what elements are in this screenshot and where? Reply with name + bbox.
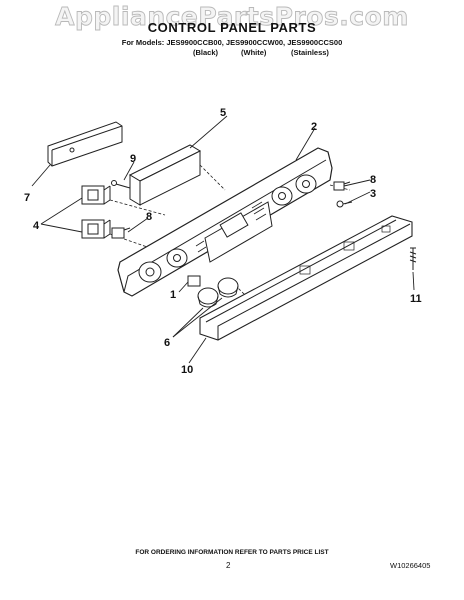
callout-1: 1 bbox=[170, 289, 176, 301]
part-2-control-panel bbox=[117, 147, 333, 297]
finish-black: (Black) bbox=[193, 48, 219, 57]
document-code: W10266405 bbox=[390, 561, 431, 570]
callout-2: 2 bbox=[311, 121, 317, 133]
watermark: AppliancePartsPros.com bbox=[55, 2, 409, 32]
callout-7: 7 bbox=[24, 192, 30, 204]
part-7-bracket bbox=[47, 121, 123, 167]
part-5-board bbox=[128, 144, 202, 206]
part-8-clip-right bbox=[333, 181, 351, 191]
part-1-knob bbox=[187, 275, 201, 287]
callout-11: 11 bbox=[410, 293, 422, 305]
callout-6: 6 bbox=[164, 337, 170, 349]
page-title: CONTROL PANEL PARTS bbox=[147, 20, 317, 35]
part-8-clip-left bbox=[111, 227, 131, 239]
callout-9: 9 bbox=[130, 153, 136, 165]
callout-10: 10 bbox=[181, 364, 193, 376]
callout-3: 3 bbox=[370, 188, 376, 200]
part-4-switch-lower bbox=[81, 219, 111, 239]
part-6-knob-left bbox=[197, 287, 219, 308]
page-number: 2 bbox=[226, 561, 231, 570]
models-line: For Models: JES9900CCB00, JES9900CCW00, … bbox=[121, 38, 343, 47]
part-4-switch-upper bbox=[81, 185, 111, 205]
callout-4: 4 bbox=[33, 220, 40, 232]
callout-8-left: 8 bbox=[146, 211, 152, 223]
callout-5: 5 bbox=[220, 107, 226, 119]
finish-white: (White) bbox=[241, 48, 267, 57]
part-10-housing bbox=[199, 215, 413, 341]
part-6-knob-right bbox=[217, 277, 239, 298]
ordering-note: FOR ORDERING INFORMATION REFER TO PARTS … bbox=[135, 549, 329, 556]
callout-8-right: 8 bbox=[370, 174, 376, 186]
part-9-screw bbox=[111, 180, 131, 189]
finish-stainless: (Stainless) bbox=[291, 48, 329, 57]
part-11-screw bbox=[409, 247, 417, 270]
